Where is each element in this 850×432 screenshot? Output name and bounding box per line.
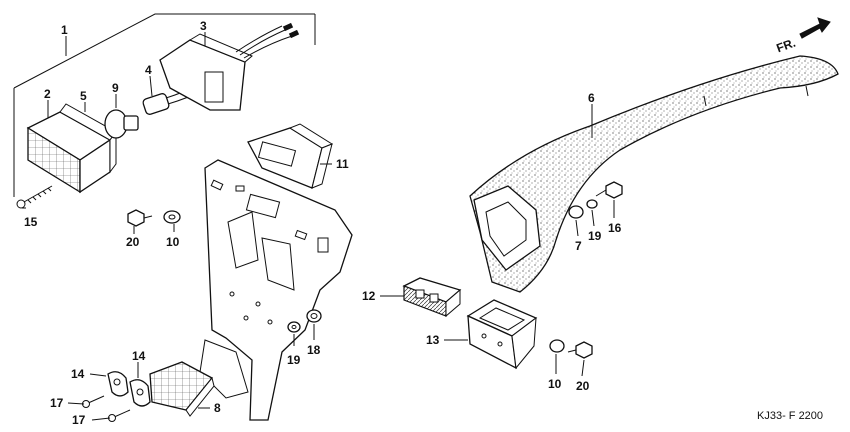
callout-3: 3 (200, 19, 207, 33)
callout-20-right: 20 (576, 379, 590, 393)
callout-16: 16 (608, 221, 622, 235)
callout-1: 1 (61, 23, 68, 37)
bulb (104, 109, 139, 139)
reflector (149, 361, 215, 417)
license-light (247, 123, 334, 189)
front-direction-arrow: FR. (774, 17, 831, 56)
callout-20-left: 20 (126, 235, 140, 249)
callout-2: 2 (44, 87, 51, 101)
collar-10-right (549, 339, 565, 353)
light-base (159, 22, 300, 111)
callout-12: 12 (362, 289, 376, 303)
washer-19-left (287, 321, 301, 333)
rear-fender (469, 55, 839, 293)
license-bracket (199, 159, 353, 421)
taillight-lens (26, 103, 117, 194)
washer-19-right (586, 199, 598, 209)
callout-9: 9 (112, 81, 119, 95)
callout-18: 18 (307, 343, 321, 357)
nut-7 (568, 205, 584, 219)
callout-19-right: 19 (588, 229, 602, 243)
leader-lines (22, 32, 615, 421)
callout-6: 6 (588, 91, 595, 105)
bolt-16 (595, 181, 623, 199)
screw-17a (82, 395, 105, 408)
assembly-bracket-1 (13, 13, 316, 197)
damper-12 (402, 277, 462, 318)
callout-19-left: 19 (287, 353, 301, 367)
callout-15: 15 (24, 215, 38, 229)
callout-10-left: 10 (166, 235, 180, 249)
diagram-code: KJ33- F 2200 (757, 410, 823, 422)
callout-14-right: 14 (132, 349, 146, 363)
cushion-13 (466, 299, 538, 370)
callout-7: 7 (575, 239, 582, 253)
callout-13: 13 (426, 333, 440, 347)
bolt-20-right (567, 341, 593, 359)
callout-14-left: 14 (71, 367, 85, 381)
grommet-18 (306, 309, 322, 323)
callout-17-upper: 17 (50, 396, 64, 410)
screw-15 (16, 185, 53, 209)
callout-8: 8 (214, 401, 221, 415)
callout-11: 11 (336, 157, 349, 171)
clamp-14b (129, 379, 151, 407)
screw-17b (108, 409, 131, 422)
collar-10-left (163, 210, 181, 224)
callout-5: 5 (80, 89, 87, 103)
direction-label: FR. (774, 36, 797, 56)
bolt-20-left (127, 209, 153, 227)
callout-10-right: 10 (548, 377, 562, 391)
clamp-14a (107, 371, 129, 397)
callout-17-lower: 17 (72, 413, 86, 427)
callout-4: 4 (145, 63, 152, 77)
